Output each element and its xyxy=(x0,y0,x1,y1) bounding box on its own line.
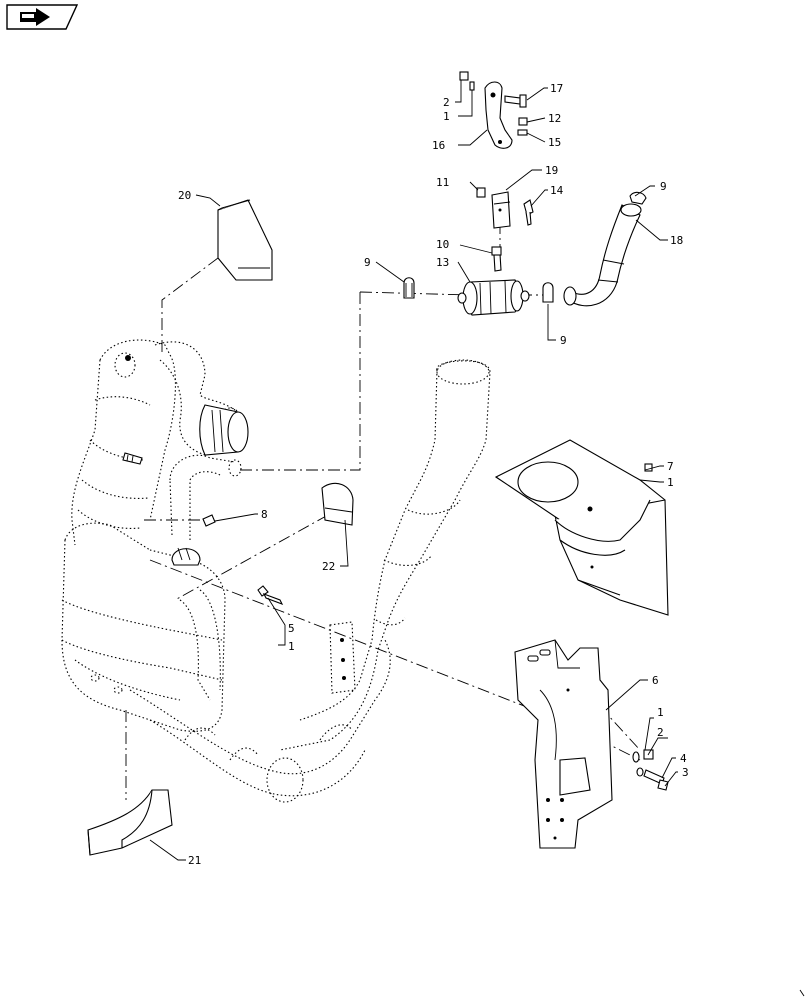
callout-20: 20 xyxy=(178,189,191,202)
callout-4: 4 xyxy=(680,752,687,765)
callout-7: 7 xyxy=(667,460,674,473)
callout-18: 18 xyxy=(670,234,683,247)
callout-14: 14 xyxy=(550,184,564,197)
part-21-support-saddle xyxy=(87,789,173,856)
callout-9-bottom: 9 xyxy=(560,334,567,347)
callout-16: 16 xyxy=(432,139,445,152)
callout-10: 10 xyxy=(436,238,449,251)
leader-lines xyxy=(149,80,678,861)
callout-22: 22 xyxy=(322,560,335,573)
callout-2-lower: 2 xyxy=(657,726,664,739)
part-18-hose xyxy=(563,203,642,307)
callout-11: 11 xyxy=(436,176,449,189)
callout-6: 6 xyxy=(652,674,659,687)
callout-labels: 2 1 17 12 15 16 19 11 14 9 18 10 13 9 9 … xyxy=(178,82,689,867)
callout-19: 19 xyxy=(545,164,558,177)
callout-12: 12 xyxy=(548,112,561,125)
callout-1-right: 1 xyxy=(667,476,674,489)
part-19-sensor-bracket xyxy=(491,191,511,229)
next-page-button[interactable] xyxy=(6,4,78,30)
part-22-pad xyxy=(321,482,354,526)
part-20-heat-shield-block xyxy=(217,199,273,281)
callout-1: 1 xyxy=(443,110,450,123)
callout-1-lower: 1 xyxy=(657,706,664,719)
callout-2: 2 xyxy=(443,96,450,109)
part-16-bracket xyxy=(484,81,513,149)
callout-15: 15 xyxy=(548,136,561,149)
exhaust-assembly-reference xyxy=(61,339,491,803)
next-page-arrow-icon xyxy=(20,8,50,26)
callout-13: 13 xyxy=(436,256,449,269)
callout-17: 17 xyxy=(550,82,563,95)
callout-1-mid: 1 xyxy=(288,640,295,653)
callout-5: 5 xyxy=(288,622,295,635)
callout-8: 8 xyxy=(261,508,268,521)
callout-21: 21 xyxy=(188,854,201,867)
heat-shield-plate xyxy=(494,439,669,616)
hardware-fasteners xyxy=(202,71,805,997)
callout-9-left: 9 xyxy=(364,256,371,269)
callout-9-top: 9 xyxy=(660,180,667,193)
callout-3: 3 xyxy=(682,766,689,779)
part-13-sensor-filter xyxy=(457,279,530,316)
part-6-mounting-bracket xyxy=(514,639,613,849)
